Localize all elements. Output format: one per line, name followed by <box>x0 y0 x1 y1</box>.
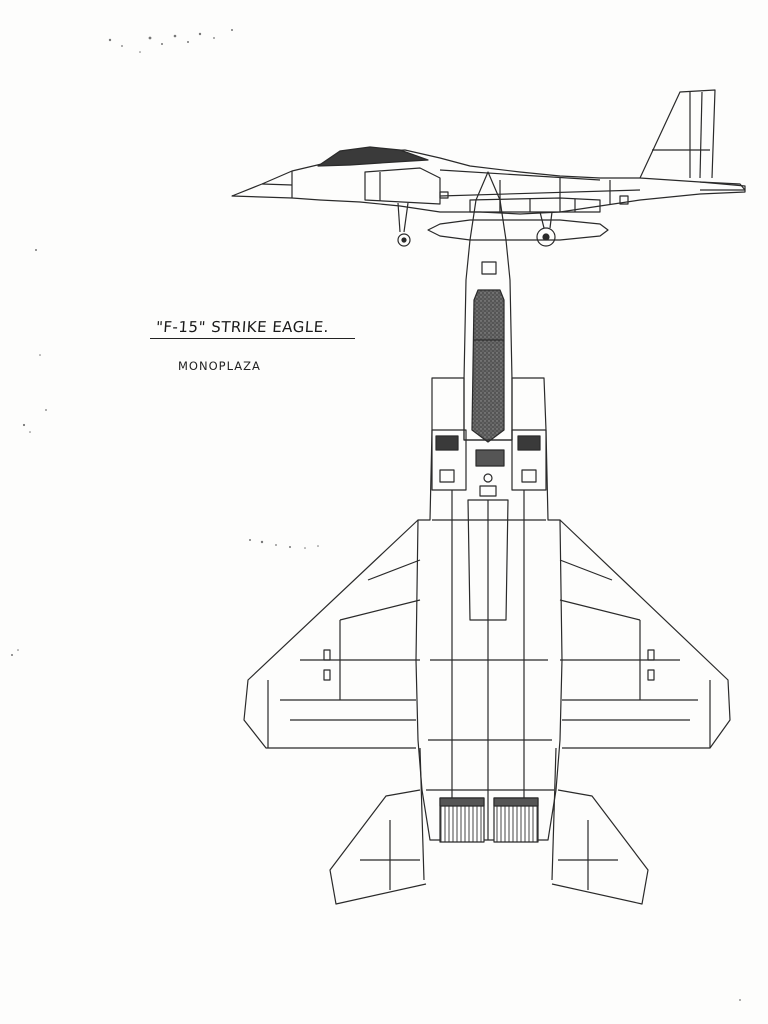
top-left-stabilizer <box>329 789 427 905</box>
main-wheel <box>536 227 556 247</box>
top-right-wing <box>559 519 731 749</box>
side-vertical-tail <box>639 89 716 179</box>
side-view <box>231 89 746 247</box>
side-fuel-tank <box>427 219 609 241</box>
top-view <box>243 171 731 905</box>
front-wheel <box>397 233 411 247</box>
side-fuselage <box>231 149 746 215</box>
scan-smudges <box>11 29 741 1001</box>
top-left-wing <box>243 519 419 749</box>
drawing-title-block: "F-15" STRIKE EAGLE. <box>150 318 365 339</box>
drawing-subtitle: MONOPLAZA <box>178 359 261 373</box>
side-canopy <box>317 146 429 167</box>
title-underline <box>150 338 355 339</box>
top-right-stabilizer <box>551 789 649 905</box>
top-fuselage <box>415 377 563 841</box>
top-canopy <box>471 289 505 443</box>
drawing-title: "F-15" STRIKE EAGLE. <box>155 318 330 336</box>
